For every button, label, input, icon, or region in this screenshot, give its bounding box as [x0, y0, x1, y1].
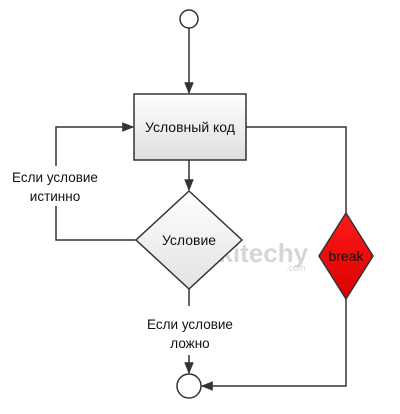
process-node: Условный код: [133, 93, 247, 161]
condition-node: Условие: [134, 189, 244, 291]
break-label: break: [328, 248, 364, 264]
start-node: [179, 9, 199, 29]
process-label: Условный код: [145, 119, 235, 135]
condition-label: Условие: [162, 232, 216, 248]
end-node: [176, 373, 202, 399]
false-branch-label-line1: Если условие: [147, 317, 233, 332]
true-branch-label: Если условие истинно: [4, 166, 104, 206]
false-branch-label-line2: ложно: [170, 336, 209, 351]
edge-break-to-end: [200, 299, 347, 391]
false-branch-label: Если условие ложно: [147, 317, 233, 351]
true-branch-label-line1: Если условие: [12, 170, 98, 185]
edge-process-to-break: [246, 126, 347, 213]
watermark-domain: .com: [286, 263, 306, 273]
break-node: break: [318, 211, 374, 301]
true-branch-label-line2: истинно: [30, 189, 80, 204]
